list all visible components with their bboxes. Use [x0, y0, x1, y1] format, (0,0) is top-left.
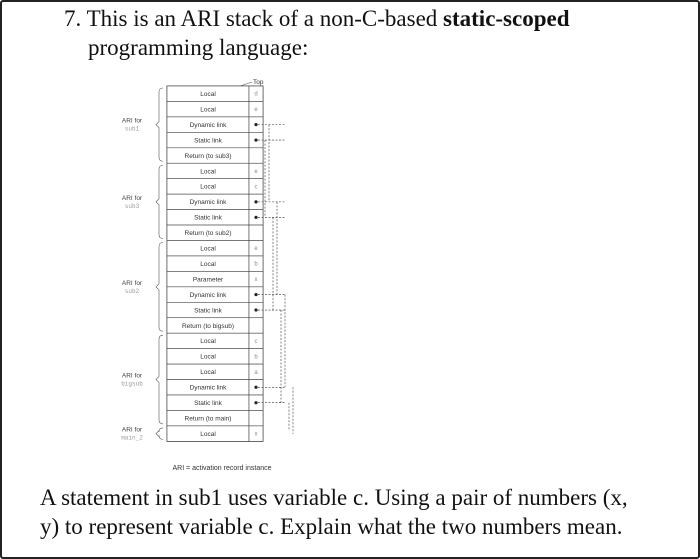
footer-line2: y) to represent variable c. Explain what…	[40, 514, 623, 539]
question-line1-prefix: This is an ARI stack of a non-C-based	[86, 6, 444, 31]
question-bold-term: static-scoped	[443, 6, 570, 31]
question-line2: programming language:	[88, 35, 309, 60]
footer-line1: A statement in sub1 uses variable c. Usi…	[40, 485, 628, 510]
footer-question: A statement in sub1 uses variable c. Usi…	[40, 483, 680, 541]
question-number: 7.	[64, 6, 82, 31]
question-text: 7. This is an ARI stack of a non-C-based…	[64, 4, 684, 62]
